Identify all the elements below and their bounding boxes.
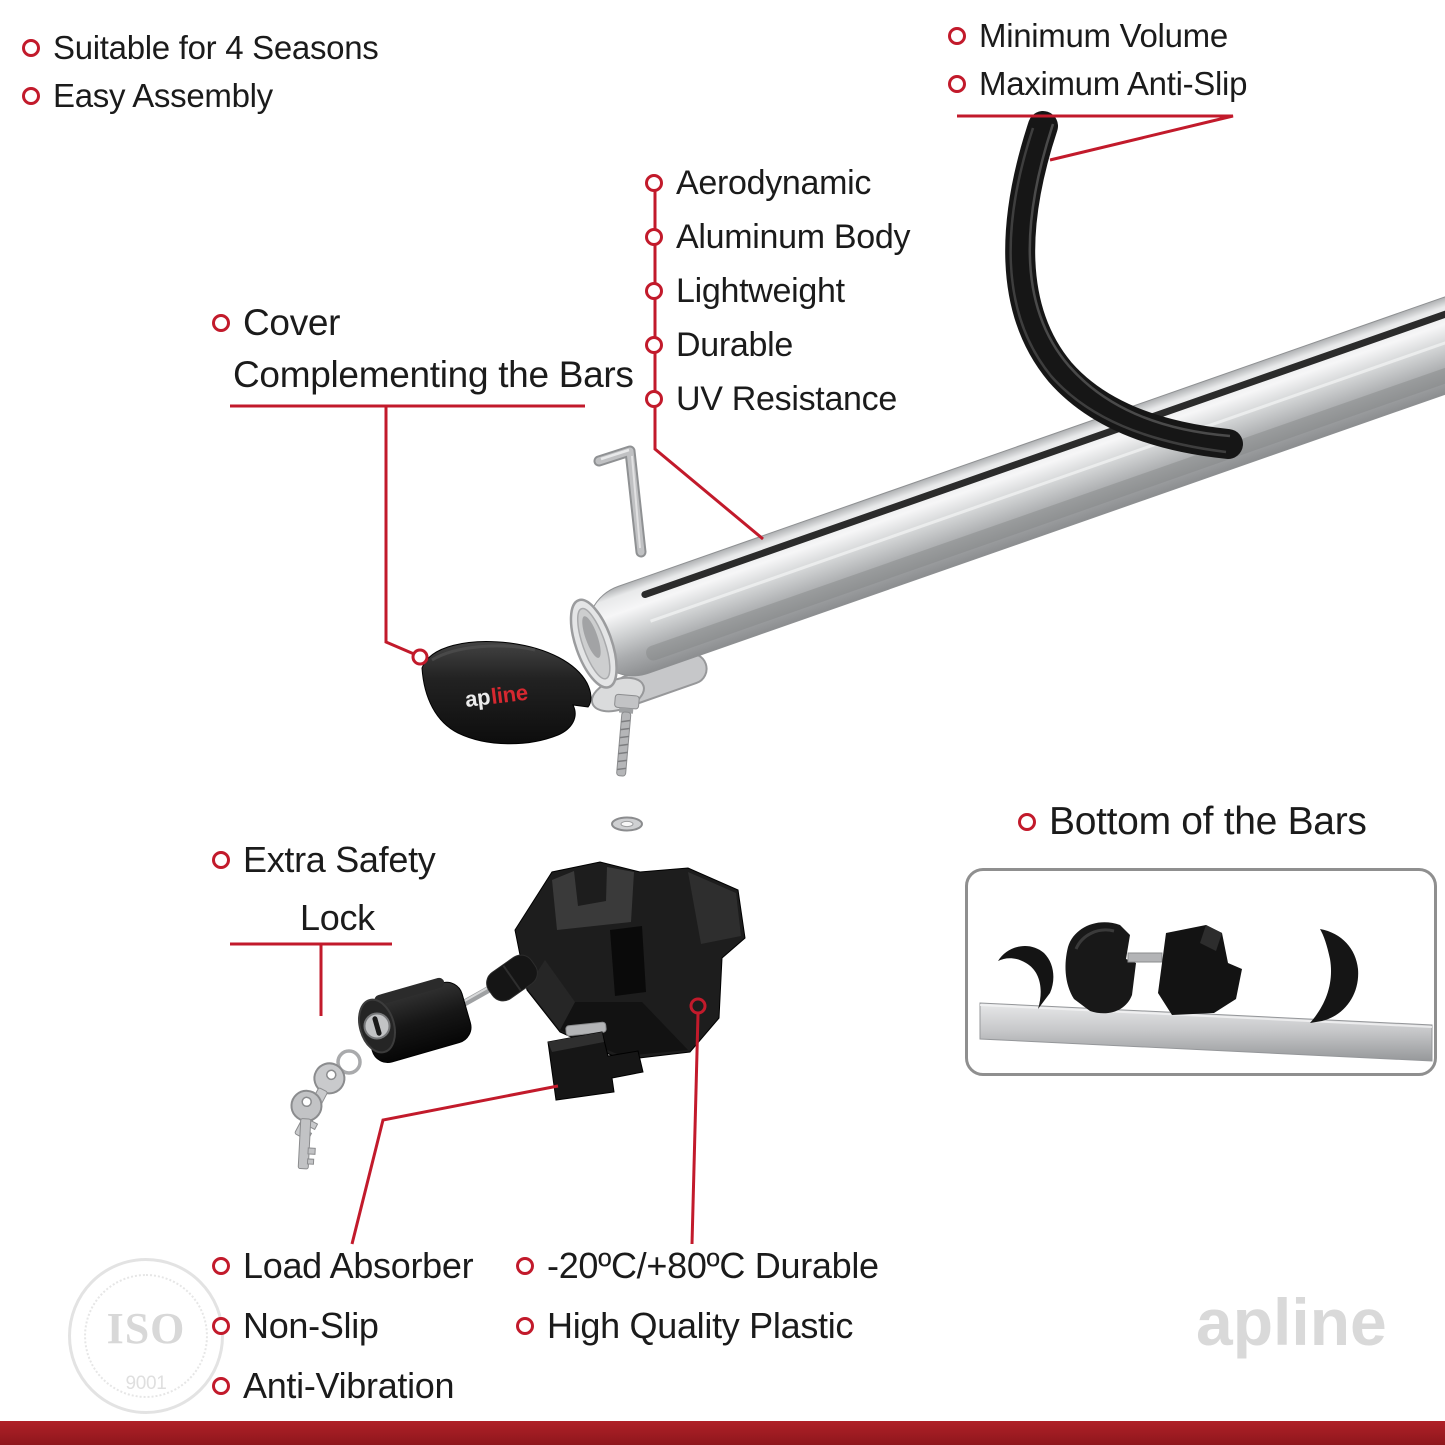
bullet-icon bbox=[212, 851, 230, 869]
brand-watermark: apline bbox=[1196, 1285, 1387, 1359]
list-item: Suitable for 4 Seasons bbox=[22, 28, 379, 68]
detail-pin bbox=[1127, 952, 1163, 963]
list-item: Load Absorber bbox=[212, 1245, 474, 1286]
bullet-icon bbox=[645, 174, 663, 192]
cover-label-line2: Complementing the Bars bbox=[233, 354, 634, 395]
bullet-icon bbox=[645, 336, 663, 354]
bullet-icon bbox=[22, 87, 40, 105]
detail-strip-right bbox=[1310, 929, 1359, 1023]
list-item: Minimum Volume bbox=[948, 16, 1247, 56]
bullet-icon bbox=[1018, 813, 1036, 831]
footer-red-bar bbox=[0, 1421, 1445, 1445]
clamp-bracket-image bbox=[547, 1021, 644, 1101]
mounting-foot-image bbox=[514, 861, 746, 1061]
bullet-icon bbox=[645, 282, 663, 300]
connector-line-lock bbox=[230, 942, 392, 1016]
list-item-label: Load Absorber bbox=[243, 1245, 474, 1286]
bottom-bars-detail-box bbox=[965, 868, 1437, 1076]
connector-line-cover bbox=[230, 404, 585, 656]
bolt-image bbox=[614, 693, 640, 777]
aluminum-bar-image bbox=[569, 273, 1445, 713]
iso-stamp: ISO 9001 bbox=[68, 1258, 224, 1414]
washer-image bbox=[611, 816, 643, 832]
cover-label: Cover bbox=[212, 302, 341, 344]
bottom-detail-image bbox=[979, 922, 1433, 1062]
list-item-label: Maximum Anti-Slip bbox=[979, 65, 1248, 102]
list-item: Durable bbox=[645, 325, 910, 365]
bullet-icon bbox=[645, 390, 663, 408]
list-item: Aerodynamic bbox=[645, 163, 910, 203]
list-item-label: Aerodynamic bbox=[676, 164, 872, 202]
iso-stamp-number: 9001 bbox=[125, 1373, 167, 1394]
safety-lock-label-line1: Extra Safety bbox=[243, 839, 436, 880]
detail-strip-left bbox=[998, 946, 1054, 1009]
bullet-icon bbox=[212, 314, 230, 332]
iso-stamp-text: ISO bbox=[106, 1304, 186, 1353]
list-item: -20ºC/+80ºC Durable bbox=[516, 1246, 879, 1286]
bottom-bars-label: Bottom of the Bars bbox=[1018, 800, 1367, 844]
cover-logo-ap: ap bbox=[464, 684, 492, 712]
connector-line-durable bbox=[690, 1013, 700, 1245]
list-item: Anti-Vibration bbox=[212, 1366, 473, 1406]
lock-image bbox=[358, 954, 538, 1063]
list-item: Lightweight bbox=[645, 271, 910, 311]
detail-bar bbox=[979, 1002, 1433, 1062]
list-item: UV Resistance bbox=[645, 379, 910, 419]
cover-pointer-circle bbox=[411, 648, 429, 666]
durable-pointer-circle bbox=[689, 997, 707, 1015]
list-item-label: UV Resistance bbox=[676, 380, 897, 418]
iso-stamp-ring bbox=[84, 1274, 208, 1398]
list-item: High Quality Plastic bbox=[516, 1306, 879, 1346]
safety-lock-label: Extra Safety bbox=[212, 839, 436, 880]
list-item-label: Easy Assembly bbox=[53, 77, 273, 114]
list-item-label: Aluminum Body bbox=[676, 218, 911, 256]
cover-label-line1: Cover bbox=[243, 302, 341, 343]
bullet-icon bbox=[948, 75, 966, 93]
list-item: Maximum Anti-Slip bbox=[948, 64, 1247, 104]
bullet-icon bbox=[516, 1317, 534, 1335]
list-item-label: High Quality Plastic bbox=[547, 1305, 854, 1346]
bullet-icon bbox=[212, 1257, 230, 1275]
bottom-left-feature-list: Load Absorber Non-Slip Anti-Vibration bbox=[212, 1245, 474, 1406]
bullet-icon bbox=[948, 27, 966, 45]
detail-clamp-knob bbox=[1065, 922, 1136, 1014]
bullet-icon bbox=[516, 1257, 534, 1275]
bar-feature-list: Aerodynamic Aluminum Body Lightweight Du… bbox=[645, 163, 911, 419]
list-item-label: Minimum Volume bbox=[979, 17, 1228, 54]
bar-cover-image: ap line bbox=[421, 641, 592, 745]
list-item: Non-Slip bbox=[212, 1306, 473, 1346]
hex-key-image bbox=[593, 445, 647, 558]
keys-image bbox=[290, 1049, 362, 1170]
bottom-mid-feature-list: -20ºC/+80ºC Durable High Quality Plastic bbox=[516, 1246, 879, 1346]
list-item: Aluminum Body bbox=[645, 217, 911, 257]
list-item-label: -20ºC/+80ºC Durable bbox=[547, 1245, 879, 1286]
list-item: Easy Assembly bbox=[22, 76, 378, 116]
bar-top-slot bbox=[641, 274, 1445, 599]
rubber-strip-image bbox=[1005, 111, 1243, 459]
list-item-label: Non-Slip bbox=[243, 1305, 379, 1346]
bullet-icon bbox=[212, 1377, 230, 1395]
connector-line-features bbox=[653, 185, 764, 541]
bottom-bars-label-text: Bottom of the Bars bbox=[1049, 800, 1367, 843]
list-item-label: Suitable for 4 Seasons bbox=[53, 29, 379, 66]
top-left-feature-list: Suitable for 4 Seasons Easy Assembly bbox=[22, 28, 379, 116]
connector-line-load-absorber bbox=[350, 1084, 559, 1245]
detail-clamp-wedge bbox=[1158, 925, 1242, 1015]
list-item-label: Durable bbox=[676, 326, 793, 364]
cover-logo-line: line bbox=[490, 680, 530, 709]
bullet-icon bbox=[212, 1317, 230, 1335]
top-right-feature-list: Minimum Volume Maximum Anti-Slip bbox=[948, 16, 1247, 104]
list-item-label: Anti-Vibration bbox=[243, 1365, 455, 1406]
list-item-label: Lightweight bbox=[676, 272, 845, 310]
bullet-icon bbox=[22, 39, 40, 57]
safety-lock-label-line2: Lock bbox=[300, 897, 375, 938]
connector-line-antislip bbox=[957, 114, 1234, 162]
bullet-icon bbox=[645, 228, 663, 246]
